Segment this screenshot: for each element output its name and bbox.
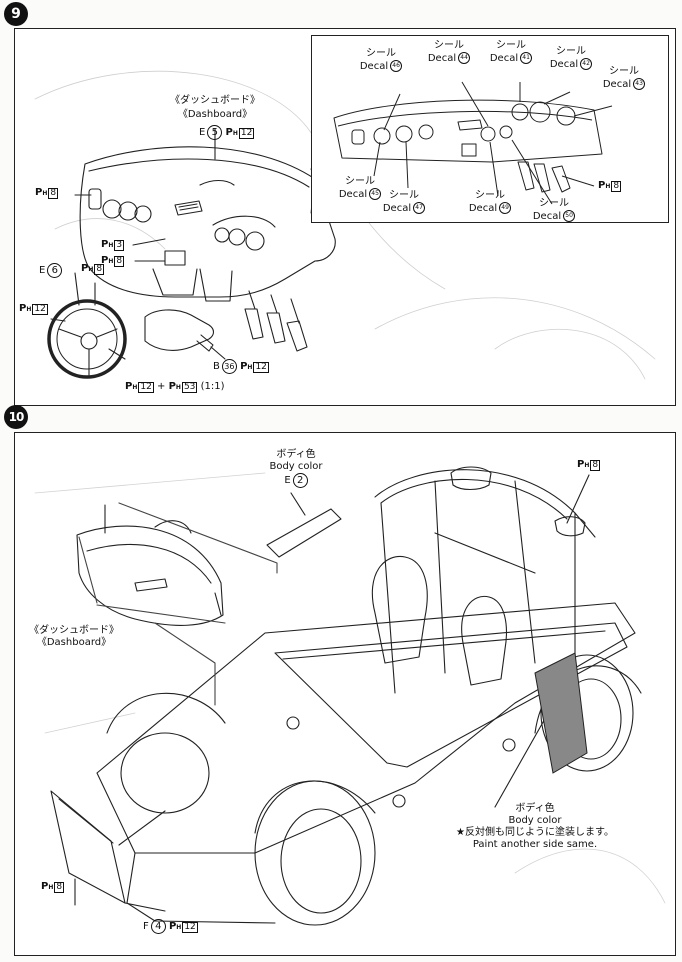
step-10-badge: 10	[4, 405, 28, 429]
step-10-dashboard-label-en: 《Dashboard》	[36, 637, 112, 648]
step-9-dashboard-label-jp: 《ダッシュボード》	[170, 95, 260, 106]
mix-ratio: (1:1)	[200, 381, 225, 392]
step-10-dashboard-label-jp: 《ダッシュボード》	[29, 625, 119, 636]
ph-mark: PH	[225, 127, 238, 138]
dash-paint-number: 12	[238, 128, 255, 139]
body-color-jp: ボディ色	[515, 803, 555, 814]
body-color-en: Body color	[508, 815, 562, 826]
dash-part-letter: E	[199, 127, 206, 138]
step-10-drawing	[34, 466, 666, 926]
dash-part-number: 5	[207, 125, 223, 140]
rollbar-color-en: Body color	[269, 461, 323, 472]
rollbar-color-jp: ボディ色	[276, 449, 316, 460]
step-9-badge: 9	[4, 2, 28, 26]
step-10-dashboard-label: 《ダッシュボード》 《Dashboard》	[19, 625, 129, 649]
body-color-note: ボディ色 Body color ★反対側も同じように塗装します。 Paint a…	[445, 803, 625, 851]
step-9-dashboard-label-en: 《Dashboard》	[177, 109, 253, 120]
paint-other-side-jp: ★反対側も同じように塗装します。	[456, 827, 614, 838]
inset-drawing	[333, 81, 613, 205]
paint-other-side-en: Paint another side same.	[472, 839, 598, 850]
